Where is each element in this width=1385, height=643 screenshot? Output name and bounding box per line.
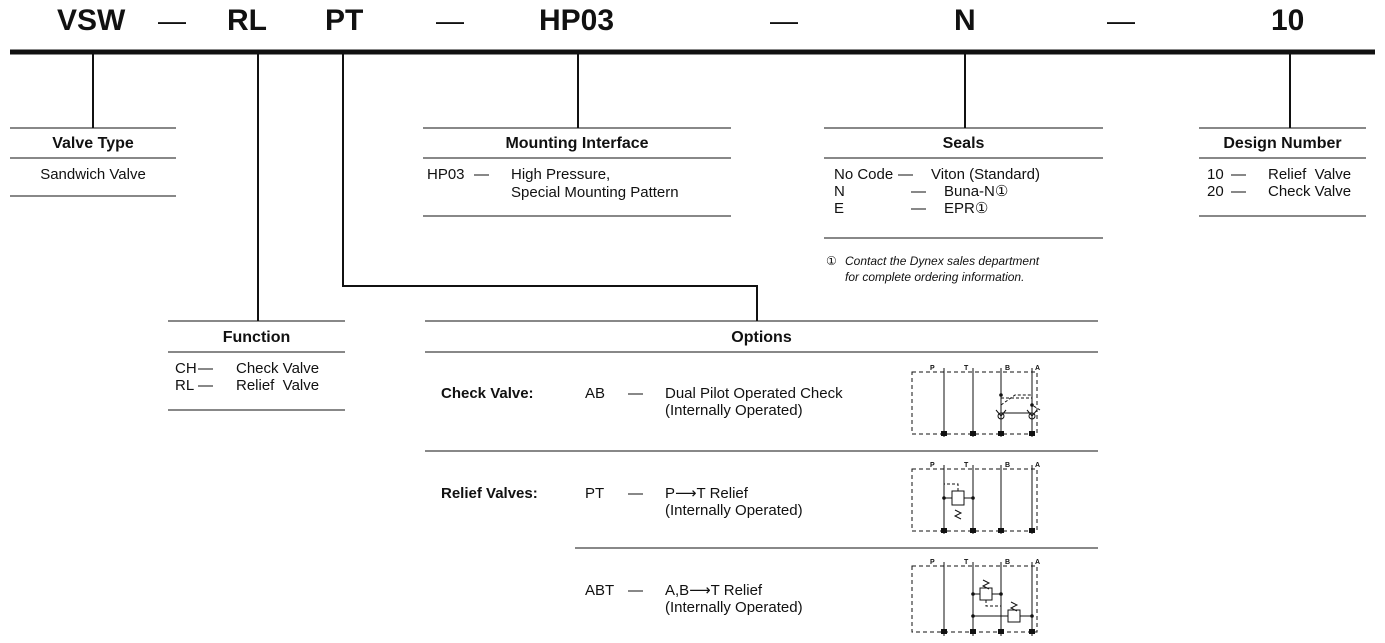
- seal-code: No Code: [834, 166, 894, 183]
- option-dash: —: [628, 582, 643, 599]
- valve-type-value: Sandwich Valve: [40, 166, 146, 183]
- port-label: T: [964, 365, 969, 372]
- code-dash: —: [436, 5, 464, 36]
- port-label: P: [930, 462, 935, 469]
- port-label: P: [930, 365, 935, 372]
- port-label: T: [964, 462, 969, 469]
- port-label: T: [964, 559, 969, 566]
- port-label: A: [1035, 559, 1040, 566]
- option-code: ABT: [585, 582, 615, 599]
- port-label: B: [1005, 462, 1010, 469]
- code-function: RL: [227, 4, 267, 37]
- seal-code: N: [834, 183, 845, 200]
- connector-line: [342, 54, 758, 321]
- code-dash: —: [158, 5, 186, 36]
- seals-note-line-1: Contact the Dynex sales department: [845, 254, 1040, 268]
- code-dash: —: [770, 5, 798, 36]
- option-code: PT: [585, 485, 605, 502]
- port-label: B: [1005, 559, 1010, 566]
- mounting-dash: —: [474, 166, 489, 183]
- design-dash: —: [1231, 166, 1246, 183]
- code-valve-type: VSW: [57, 4, 126, 37]
- seal-desc: Buna-N①: [944, 183, 1009, 200]
- option-desc: (Internally Operated): [665, 502, 803, 519]
- code-design: 10: [1271, 4, 1305, 37]
- function-code: RL: [175, 377, 195, 394]
- code-dash: —: [1107, 5, 1135, 36]
- function-dash: —: [198, 377, 213, 394]
- port-label: A: [1035, 365, 1040, 372]
- options-header: Options: [731, 329, 792, 346]
- port-label: A: [1035, 462, 1040, 469]
- option-desc: (Internally Operated): [665, 402, 803, 419]
- mounting-code: HP03: [427, 166, 465, 183]
- seal-dash: —: [911, 200, 926, 217]
- port-label: B: [1005, 365, 1010, 372]
- seal-desc: Viton (Standard): [931, 166, 1040, 183]
- seal-desc: EPR①: [944, 200, 989, 217]
- schematic-relief-abt: [911, 562, 1038, 636]
- design-dash: —: [1231, 183, 1246, 200]
- function-header: Function: [222, 329, 291, 346]
- seals-header: Seals: [942, 135, 985, 152]
- seal-dash: —: [898, 166, 913, 183]
- seals-note-line-2: for complete ordering information.: [845, 270, 1025, 284]
- option-desc: A,B⟶T Relief: [665, 582, 763, 599]
- code-mounting: HP03: [539, 4, 615, 37]
- design-code: 20: [1207, 183, 1224, 200]
- function-code: CH: [175, 360, 197, 377]
- mounting-desc-2: Special Mounting Pattern: [511, 184, 679, 201]
- seals-note-mark: ①: [826, 254, 837, 268]
- function-desc: Check Valve: [236, 360, 320, 377]
- option-code: AB: [585, 385, 606, 402]
- function-dash: —: [198, 360, 213, 377]
- design-code: 10: [1207, 166, 1224, 183]
- option-desc: P⟶T Relief: [665, 485, 748, 502]
- option-desc: Dual Pilot Operated Check: [665, 385, 843, 402]
- mounting-interface-header: Mounting Interface: [505, 135, 649, 152]
- design-desc: Check Valve: [1268, 183, 1352, 200]
- option-dash: —: [628, 385, 643, 402]
- option-dash: —: [628, 485, 643, 502]
- function-desc: Relief Valve: [236, 377, 320, 394]
- valve-type-header: Valve Type: [52, 135, 134, 152]
- design-desc: Relief Valve: [1268, 166, 1352, 183]
- port-label: P: [930, 559, 935, 566]
- schematic-check-valve: [911, 368, 1041, 437]
- schematic-relief-pt: [911, 465, 1038, 534]
- code-seals: N: [954, 4, 976, 37]
- option-group-label: Relief Valves:: [441, 485, 538, 502]
- seal-dash: —: [911, 183, 926, 200]
- seal-code: E: [834, 200, 845, 217]
- mounting-desc-1: High Pressure,: [511, 166, 611, 183]
- code-options: PT: [325, 4, 364, 37]
- option-group-label: Check Valve:: [441, 385, 534, 402]
- design-number-header: Design Number: [1223, 135, 1342, 152]
- option-desc: (Internally Operated): [665, 599, 803, 616]
